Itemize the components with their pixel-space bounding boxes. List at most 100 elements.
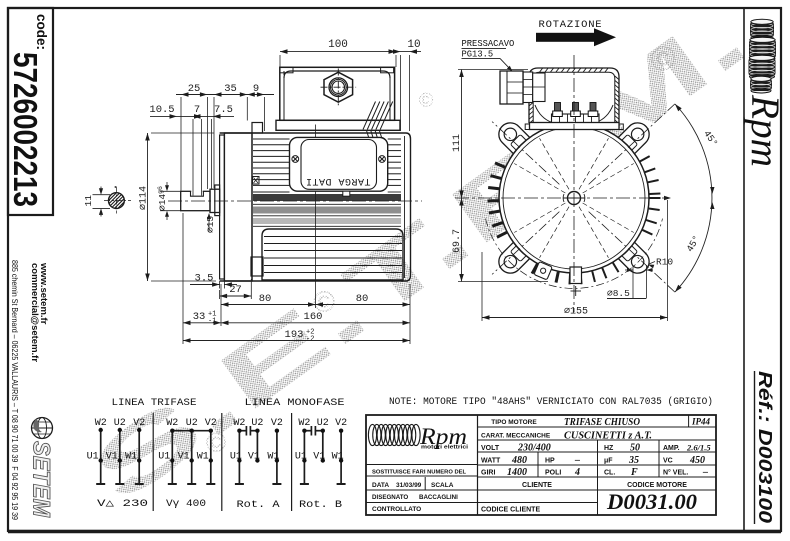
svg-text:⌀14g6: ⌀14g6 [157, 186, 168, 211]
svg-text:CL.: CL. [604, 470, 615, 477]
svg-text:2.6/1.5: 2.6/1.5 [686, 443, 711, 453]
svg-text:10: 10 [407, 39, 420, 51]
svg-text:HZ: HZ [604, 445, 614, 452]
svg-text:W1: W1 [197, 452, 209, 463]
svg-text:Vγ 400: Vγ 400 [166, 498, 206, 510]
svg-text:35: 35 [224, 83, 237, 95]
svg-text:U1: U1 [295, 452, 307, 463]
svg-text:V△ 230: V△ 230 [97, 498, 148, 510]
svg-text:CUSCINETTI z A.T.: CUSCINETTI z A.T. [564, 431, 652, 442]
svg-text:7.5: 7.5 [214, 104, 233, 116]
svg-text:V2: V2 [133, 418, 145, 429]
svg-text:SETEM: SETEM [28, 441, 55, 518]
svg-text:WATT: WATT [481, 458, 501, 465]
svg-text:CODICE MOTORE: CODICE MOTORE [627, 482, 687, 489]
svg-text:69.7: 69.7 [452, 229, 463, 253]
svg-text:V1: V1 [106, 452, 118, 463]
svg-text:⌀15: ⌀15 [205, 216, 216, 233]
svg-text:POLI: POLI [545, 470, 561, 477]
svg-text:480: 480 [511, 455, 527, 466]
svg-text:www.setem.fr: www.setem.fr [38, 262, 49, 325]
svg-text:193: 193 [285, 329, 304, 341]
svg-text:ROTAZIONE: ROTAZIONE [539, 19, 603, 31]
svg-text:PRESSACAVO: PRESSACAVO [462, 39, 515, 49]
svg-text:Rot. A: Rot. A [237, 499, 281, 511]
svg-text:CONTROLLATO: CONTROLLATO [372, 506, 421, 513]
svg-text:11: 11 [83, 195, 94, 207]
svg-text:TIPO MOTORE: TIPO MOTORE [491, 419, 537, 426]
svg-text:U2: U2 [186, 418, 198, 429]
svg-text:+1: +1 [208, 311, 216, 319]
svg-text:+2: +2 [306, 329, 314, 337]
svg-text:HP: HP [545, 458, 555, 465]
svg-text:CLIENTE: CLIENTE [522, 482, 552, 489]
svg-text:Rot. B: Rot. B [299, 499, 342, 511]
svg-text:–: – [702, 467, 708, 478]
svg-text:DATA: DATA [372, 482, 389, 489]
svg-text:U1: U1 [87, 452, 99, 463]
svg-text:W1: W1 [267, 452, 279, 463]
svg-text:450: 450 [689, 455, 705, 466]
svg-text:SCALA: SCALA [431, 482, 454, 489]
svg-text:GIRI: GIRI [481, 470, 495, 477]
svg-text:SETEM: SETEM [28, 441, 55, 518]
svg-text:W2: W2 [233, 418, 245, 429]
svg-text:V1: V1 [178, 452, 190, 463]
svg-text:V2: V2 [205, 418, 217, 429]
svg-text:LINEA TRIFASE: LINEA TRIFASE [112, 397, 197, 409]
svg-text:3.5: 3.5 [195, 273, 214, 285]
svg-text:PG13.5: PG13.5 [462, 49, 494, 59]
svg-text:27: 27 [229, 284, 242, 296]
svg-text:U2: U2 [317, 418, 329, 429]
svg-text:31/03/99: 31/03/99 [396, 482, 422, 489]
svg-text:U2: U2 [251, 418, 263, 429]
svg-text:5726002213: 5726002213 [7, 52, 44, 207]
svg-text:©: © [419, 90, 434, 112]
svg-text:code:: code: [34, 14, 49, 50]
svg-text:AMP.: AMP. [663, 445, 680, 452]
svg-text:DISEGNATO: DISEGNATO [372, 494, 408, 501]
svg-text:V1: V1 [313, 452, 325, 463]
svg-text:W1: W1 [332, 452, 344, 463]
svg-text:N° VEL.: N° VEL. [663, 469, 688, 477]
svg-text:D0031.00: D0031.00 [606, 489, 697, 514]
svg-text:VOLT: VOLT [481, 445, 500, 452]
svg-text:230/400: 230/400 [517, 443, 551, 454]
svg-text:©: © [650, 40, 675, 78]
svg-text:NOTE: MOTORE TIPO ″48AHS″ VERN: NOTE: MOTORE TIPO ″48AHS″ VERNICIATO CON… [389, 396, 713, 408]
svg-text:commercial@setem.fr: commercial@setem.fr [29, 263, 40, 362]
svg-text:motori elettrici: motori elettrici [421, 445, 469, 451]
svg-text:100: 100 [328, 39, 348, 51]
svg-text:U2: U2 [114, 418, 126, 429]
svg-text:LINEA MONOFASE: LINEA MONOFASE [245, 397, 345, 409]
svg-text:160: 160 [304, 311, 323, 323]
svg-text:CODICE CLIENTE: CODICE CLIENTE [481, 507, 540, 514]
svg-text:U1: U1 [230, 452, 242, 463]
svg-text:VC: VC [663, 458, 673, 465]
svg-text:V1: V1 [248, 452, 260, 463]
svg-text:-2: -2 [306, 336, 314, 344]
svg-text:35: 35 [628, 455, 639, 466]
svg-text:U1: U1 [158, 452, 170, 463]
svg-text:V2: V2 [271, 418, 283, 429]
svg-text:885 chemin St Bernard – 06225: 885 chemin St Bernard – 06225 VALLAURIS … [10, 260, 19, 520]
svg-text:Rpm: Rpm [743, 94, 788, 167]
svg-text:Rpm: Rpm [419, 424, 467, 449]
svg-text:–: – [574, 455, 580, 466]
svg-text:-1: -1 [208, 318, 216, 326]
svg-text:TRIFASE CHIUSO: TRIFASE CHIUSO [564, 416, 640, 428]
svg-text:IP44: IP44 [691, 417, 711, 427]
svg-text:80: 80 [356, 293, 369, 305]
svg-text:CARAT. MECCANICHE: CARAT. MECCANICHE [481, 433, 551, 440]
svg-text:1400: 1400 [507, 467, 527, 478]
svg-text:W1: W1 [125, 452, 137, 463]
svg-text:111: 111 [452, 134, 463, 152]
svg-text:R10: R10 [656, 257, 673, 268]
svg-text:50: 50 [630, 443, 640, 454]
svg-text:W2: W2 [166, 418, 178, 429]
svg-text:25: 25 [188, 83, 201, 95]
svg-text:33: 33 [193, 311, 206, 323]
svg-text:9: 9 [253, 83, 259, 95]
svg-text:SOSTITUISCE FARI NUMERO DEL: SOSTITUISCE FARI NUMERO DEL [372, 470, 467, 476]
svg-text:7: 7 [194, 104, 200, 116]
